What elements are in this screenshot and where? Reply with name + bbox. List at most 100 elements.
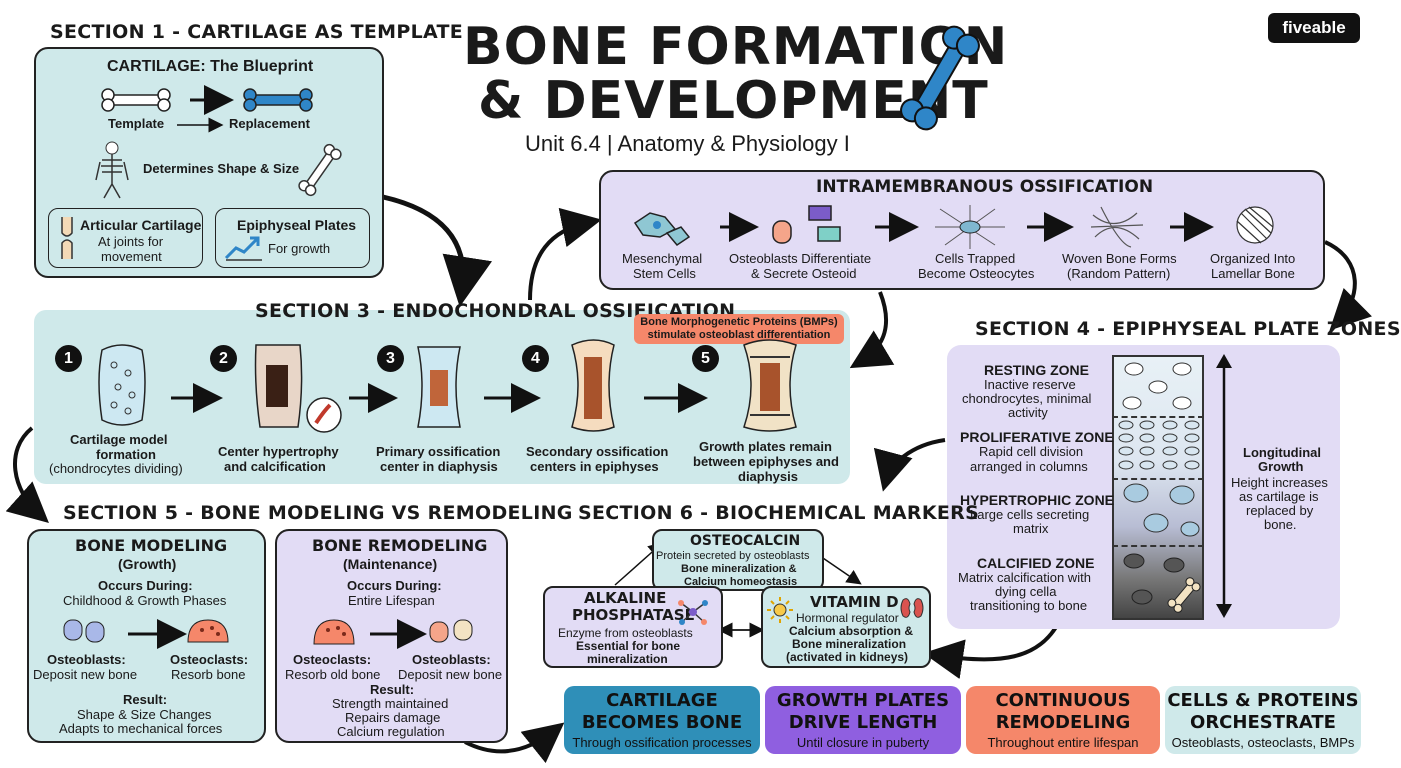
- footer-card-growth-plates: GROWTH PLATES DRIVE LENGTH Until closure…: [765, 686, 961, 754]
- footer-cartilage-h1: CARTILAGE: [606, 690, 718, 711]
- replacement-label: Replacement: [229, 116, 310, 131]
- intra-step4-l2: (Random Pattern): [1067, 266, 1171, 281]
- step5-l2: between epiphyses and: [693, 454, 839, 469]
- remodeling-occurs: Entire Lifespan: [348, 593, 435, 608]
- zone-divider: [1112, 416, 1204, 418]
- calcified-zone-d2: dying cella: [995, 584, 1057, 599]
- zone-divider: [1112, 545, 1204, 547]
- double-arrow-icon: [1216, 354, 1232, 618]
- vitamin-d-d2: Calcium absorption &: [789, 624, 914, 638]
- sun-icon: [767, 597, 793, 623]
- growth-chart-icon: [224, 236, 262, 261]
- small-bone-icon: [1167, 577, 1201, 613]
- remodeling-title: BONE REMODELING: [312, 536, 488, 555]
- growth-desc-1: Height increases: [1231, 475, 1328, 490]
- footer-remodeling-sub: Throughout entire lifespan: [987, 735, 1139, 750]
- bmp-note: Bone Morphogenetic Proteins (BMPs) stimu…: [634, 314, 844, 344]
- resting-zone-d2: chondrocytes, minimal: [962, 391, 1092, 406]
- epiphyseal-plates-card: [215, 208, 370, 268]
- hypertrophic-zone-d2: matrix: [1013, 521, 1049, 536]
- logo-text: fiveable: [1282, 18, 1346, 37]
- bmp-note-line2: stimulate osteoblast differentiation: [647, 329, 831, 341]
- knee-joint-icon: [61, 217, 73, 259]
- hypertrophy-icon: [254, 344, 342, 433]
- footer-card-remodeling: CONTINUOUS REMODELING Throughout entire …: [966, 686, 1160, 754]
- remodeling-result-1: Strength maintained: [332, 696, 449, 711]
- cartilage-model-icon: [98, 344, 146, 426]
- resting-zone-title: RESTING ZONE: [984, 362, 1090, 378]
- alkaline-d2: Essential for bone: [576, 639, 681, 653]
- epiphyseal-desc: For growth: [268, 241, 331, 256]
- growth-plates-icon: [743, 339, 797, 432]
- step1-l2: formation: [96, 447, 156, 462]
- intra-step1-l1: Mesenchymal: [622, 251, 703, 266]
- resting-zone-d3: activity: [1008, 405, 1048, 420]
- woven-bone-icon: [1090, 206, 1144, 248]
- proliferative-zone-d1: Rapid cell division: [979, 444, 1084, 459]
- osteoblast-icon: [772, 205, 841, 244]
- hypertrophic-zone-title: HYPERTROPHIC ZONE: [960, 492, 1115, 508]
- intramembranous-heading: INTRAMEMBRANOUS OSSIFICATION: [816, 177, 1154, 197]
- molecule-icon: [678, 600, 708, 625]
- step4-l1: Secondary ossification: [526, 444, 669, 459]
- osteocalcin-d2: Bone mineralization &: [681, 563, 797, 575]
- remodeling-left-desc: Resorb old bone: [285, 667, 381, 682]
- intra-step1-l2: Stem Cells: [633, 266, 696, 281]
- remodeling-result-2: Repairs damage: [345, 710, 441, 725]
- kidney-icon: [900, 598, 924, 618]
- vitamin-d-d4: (activated in kidneys): [786, 650, 909, 664]
- remodeling-result-3: Calcium regulation: [337, 724, 445, 739]
- step1-l3: (chondrocytes dividing): [49, 461, 183, 476]
- proliferative-zone-title: PROLIFERATIVE ZONE: [960, 429, 1114, 445]
- intra-step2-l2: & Secrete Osteoid: [751, 266, 857, 281]
- bmp-note-line1: Bone Morphogenetic Proteins (BMPs): [640, 316, 838, 328]
- articular-desc-2: movement: [101, 249, 162, 264]
- step2-number: 2: [210, 345, 237, 372]
- section4-heading: SECTION 4 - EPIPHYSEAL PLATE ZONES: [975, 318, 1401, 340]
- epiphyseal-title: Epiphyseal Plates: [237, 217, 357, 233]
- remodeling-sub: (Maintenance): [343, 556, 438, 572]
- footer-growth-h2: DRIVE LENGTH: [788, 712, 938, 733]
- osteocalcin-card: [652, 529, 824, 591]
- femur-icon: [298, 143, 342, 197]
- skeleton-icon: [95, 141, 129, 199]
- hypertrophic-zone-d1: Large cells secreting: [970, 507, 1090, 522]
- step5-l1: Growth plates remain: [699, 439, 832, 454]
- growth-title-2: Growth: [1258, 459, 1304, 474]
- calcified-zone-d3: transitioning to bone: [970, 598, 1088, 613]
- growth-desc-4: bone.: [1264, 517, 1297, 532]
- footer-cells-h2: ORCHESTRATE: [1190, 712, 1336, 733]
- articular-cartilage-card: [48, 208, 203, 268]
- step1-number: 1: [55, 345, 82, 372]
- fiveable-logo[interactable]: fiveable: [1268, 13, 1360, 43]
- remodeling-right-title: Osteoblasts:: [412, 652, 491, 667]
- modeling-occurs: Childhood & Growth Phases: [63, 593, 227, 608]
- articular-title: Articular Cartilage: [80, 217, 202, 233]
- modeling-sub: (Growth): [118, 556, 177, 572]
- growth-desc-3: replaced by: [1246, 503, 1314, 518]
- osteocalcin-title: OSTEOCALCIN: [690, 533, 801, 549]
- vitamin-d-d1: Hormonal regulator: [796, 611, 899, 625]
- calcified-zone-title: CALCIFIED ZONE: [977, 555, 1095, 571]
- arrow-icon: [177, 117, 224, 133]
- resting-zone-d1: Inactive reserve: [984, 377, 1076, 392]
- page-title-line1: BONE FORMATION: [463, 17, 1009, 77]
- lamellar-bone-icon: [1236, 206, 1274, 244]
- modeling-right-desc: Resorb bone: [171, 667, 246, 682]
- modeling-title: BONE MODELING: [75, 536, 228, 555]
- bone-icon: [900, 25, 980, 131]
- mesenchymal-cell-icon: [633, 212, 691, 246]
- determines-label: Determines Shape & Size: [143, 161, 300, 176]
- footer-card-cartilage: CARTILAGE BECOMES BONE Through ossificat…: [564, 686, 760, 754]
- template-label: Template: [108, 116, 165, 131]
- footer-cells-h1: CELLS & PROTEINS: [1167, 690, 1359, 711]
- modeling-result-1: Shape & Size Changes: [77, 707, 212, 722]
- remodeling-left-title: Osteoclasts:: [293, 652, 372, 667]
- chondrocyte-cells-icon: [1118, 362, 1201, 613]
- alkaline-d1: Enzyme from osteoblasts: [558, 626, 693, 640]
- calcified-zone-d1: Matrix calcification with: [958, 570, 1091, 585]
- remodeling-occurs-label: Occurs During:: [347, 578, 442, 593]
- intra-step3-l1: Cells Trapped: [935, 251, 1016, 266]
- section3-heading: SECTION 3 - ENDOCHONDRAL OSSIFICATION: [255, 300, 736, 322]
- secondary-ossification-icon: [571, 339, 615, 432]
